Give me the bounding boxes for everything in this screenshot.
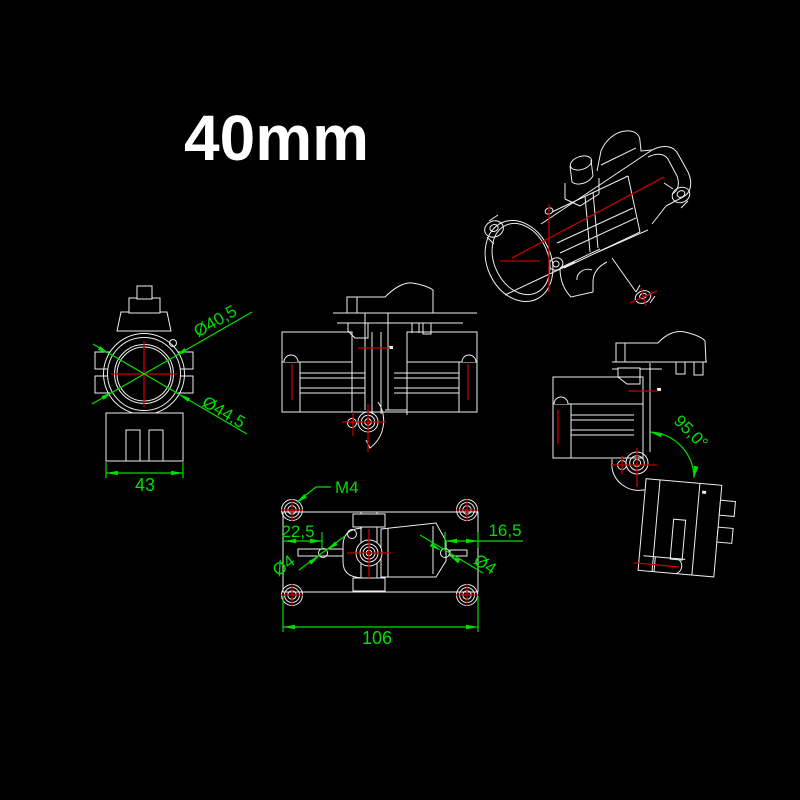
dim-overall-length: 106 [362,628,392,648]
side-view [281,282,478,452]
angled-centerlines [557,390,658,487]
isometric-outline [484,130,692,304]
dim-thread-callout: M4 [335,478,359,497]
isometric-view [484,130,692,307]
dim-right-hole-offset: 16,5 [488,521,521,540]
angled-outline [552,331,736,578]
front-view: Ø40,5 Ø44,5 43 [91,285,253,495]
angled-dimensions: 95,0° [649,411,712,479]
side-centerlines [291,347,469,452]
dim-body-width: 43 [135,475,155,495]
isometric-centerlines [500,176,665,307]
page-title: 40mm [184,102,369,174]
dim-bore-diameter: Ø40,5 [190,301,240,341]
dim-left-hole-offset: 22,5 [281,522,314,541]
bottom-centerlines [281,499,478,606]
bottom-view: M4 22,5 16,5 Ø4 Ø4 [269,478,523,648]
front-outline [94,285,194,462]
dim-mount-angle: 95,0° [670,411,712,453]
dim-outer-diameter: Ø44,5 [199,392,249,432]
angled-side-view: 95,0° [552,331,736,578]
front-dimensions: Ø40,5 Ø44,5 43 [91,301,253,495]
dim-right-hole-diameter: Ø4 [470,550,499,578]
dim-left-hole-diameter: Ø4 [269,551,299,580]
angled-arm [633,478,736,578]
side-outline [281,282,478,449]
